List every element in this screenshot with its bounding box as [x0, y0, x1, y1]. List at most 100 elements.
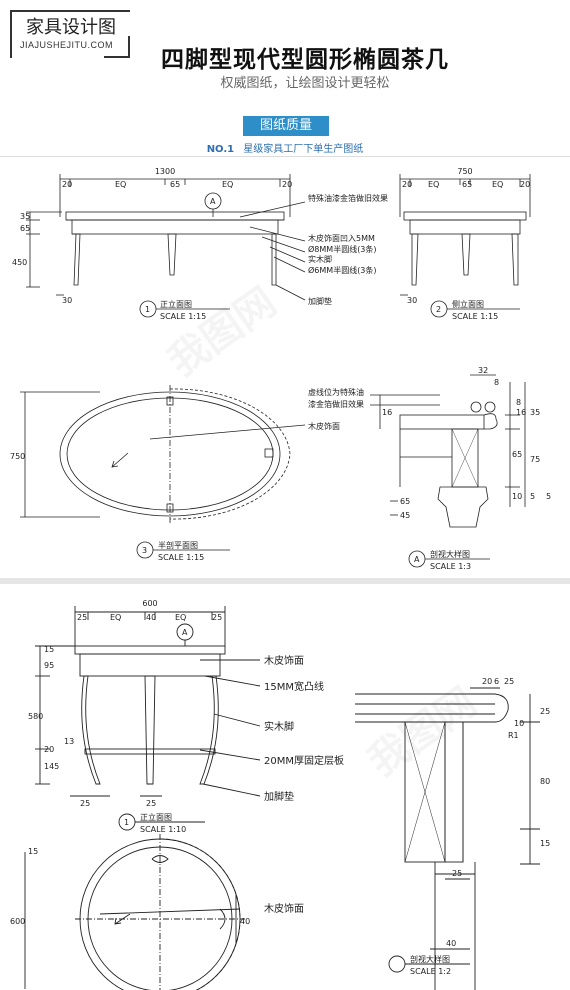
page-subtitle: 权威图纸，让绘图设计更轻松: [220, 76, 390, 91]
detail-marker: A: [414, 555, 420, 564]
d2-view-scale: SCALE 1:10: [140, 825, 186, 834]
d2-dim-bottom-2: 25: [146, 799, 156, 808]
section-marker-a: A: [210, 197, 216, 206]
divider: [0, 156, 570, 157]
logo-frame: [10, 10, 130, 58]
dim-top-4: EQ: [222, 180, 233, 189]
d2-plan-right: 40: [240, 917, 250, 926]
d2-detail-right-3: 80: [540, 777, 550, 786]
annotation-6: 加脚垫: [308, 296, 332, 306]
d2-dim-top-2: EQ: [110, 613, 121, 622]
detail-note-1: 虚线位为特殊油: [308, 387, 364, 397]
view-number-2: 2: [436, 305, 441, 314]
detail-title: 剖视大样图: [430, 549, 470, 559]
dim-top-1: 20: [62, 180, 72, 189]
d2-dim-left-6: 13: [64, 737, 74, 746]
d2-detail-bottom-1: 25: [452, 869, 462, 878]
detail-dim-l3: 45: [400, 511, 410, 520]
dim-top-2: EQ: [115, 180, 126, 189]
page-title: 四脚型现代型圆形椭圆茶几: [161, 47, 449, 73]
d2-dim-top-3: 40: [146, 613, 156, 622]
d2-dim-left-5: 145: [44, 762, 59, 771]
drawing-sheet-1: 1300 20 EQ 65 EQ 20 35 65 450 30 A 特殊油漆金…: [10, 167, 551, 571]
dim-total-width: 1300: [155, 167, 175, 176]
d2-section-marker: A: [182, 628, 188, 637]
annotation-3: Ø8MM半圆线(3条): [308, 244, 377, 254]
side-base: 30: [407, 296, 417, 305]
quality-note: NO.1 星级家具工厂下单生产图纸: [0, 140, 570, 155]
d2-plan-annotation: 木皮饰面: [264, 902, 304, 915]
detail-dim-r2: 8: [516, 398, 521, 407]
d2-dim-top-1: 25: [77, 613, 87, 622]
logo-title: 家具设计图: [26, 17, 116, 38]
d2-plan-side: 15: [28, 847, 38, 856]
dim-top-3: 65: [170, 180, 180, 189]
d2-detail-r-label: R1: [508, 731, 519, 740]
d2-detail-right-4: 15: [540, 839, 550, 848]
d2-total-width: 600: [142, 599, 157, 608]
drawing-sheet-2: 600 25 EQ 40 EQ 25 15 95 580 20 145 13 2…: [10, 599, 550, 990]
plan-height: 750: [10, 452, 25, 461]
dim-base: 30: [62, 296, 72, 305]
dim-left-1: 35: [20, 212, 30, 221]
d2-view-title: 正立面图: [140, 812, 172, 822]
logo-frame-corner: [104, 36, 130, 58]
detail-dim-l1: 16: [382, 408, 392, 417]
detail-dim-r4: 65: [512, 450, 522, 459]
d2-dim-left-2: 95: [44, 661, 54, 670]
d2-detail-top-3: 25: [504, 677, 514, 686]
site-logo[interactable]: 家具设计图 JIAJUSHEJITU.COM: [10, 10, 130, 58]
d2-dim-bottom-1: 25: [80, 799, 90, 808]
d2-dim-top-4: EQ: [175, 613, 186, 622]
side-dim-2: EQ: [428, 180, 439, 189]
side-dim-1: 20: [402, 180, 412, 189]
side-dim-3: 65: [462, 180, 472, 189]
detail-dim-r7: 5: [530, 492, 535, 501]
d2-annotation-3: 实木脚: [264, 720, 294, 733]
side-dim-5: 20: [520, 180, 530, 189]
d2-view-number: 1: [124, 818, 129, 827]
view-scale-1: SCALE 1:15: [160, 312, 206, 321]
annotation-2: 木皮饰面凹入5MM: [308, 233, 375, 243]
dim-left-2: 65: [20, 224, 30, 233]
plan-annotation: 木皮饰面: [308, 421, 340, 431]
d2-detail-scale: SCALE 1:2: [410, 967, 451, 976]
sheet-divider: [0, 578, 570, 584]
d2-annotation-2: 15MM宽凸线: [264, 680, 324, 693]
d2-detail-bottom-2: 40: [446, 939, 456, 948]
view-scale-3: SCALE 1:15: [158, 553, 204, 562]
view-number-3: 3: [142, 546, 147, 555]
d2-detail-right-2: 10: [514, 719, 524, 728]
annotation-4: 实木脚: [308, 254, 332, 264]
view-scale-2: SCALE 1:15: [452, 312, 498, 321]
logo-url: JIAJUSHEJITU.COM: [20, 40, 114, 50]
view-title-3: 半剖平面图: [158, 540, 198, 550]
d2-detail-top-2: 6: [494, 677, 499, 686]
d2-dim-left-1: 15: [44, 645, 54, 654]
d2-annotation-5: 加脚垫: [264, 790, 294, 803]
quality-note-text: 星级家具工厂下单生产图纸: [243, 144, 364, 155]
d2-annotation-4: 20MM厚固定层板: [264, 754, 344, 767]
detail-dim-top-2: 8: [494, 378, 499, 387]
d2-plan-height: 600: [10, 917, 25, 926]
d2-dim-top-5: 25: [212, 613, 222, 622]
d2-annotation-1: 木皮饰面: [264, 654, 304, 667]
d2-dim-left-3: 580: [28, 712, 43, 721]
view-number-1: 1: [145, 305, 150, 314]
annotation-1: 特殊油漆金箔做旧效果: [308, 193, 388, 203]
detail-dim-r1: 16: [516, 408, 526, 417]
d2-detail-top-1: 20: [482, 677, 492, 686]
annotation-5: Ø6MM半圆线(3条): [308, 265, 377, 275]
detail-dim-r8: 5: [546, 492, 551, 501]
detail-dim-top-1: 32: [478, 366, 488, 375]
view-title-1: 正立面图: [160, 299, 192, 309]
detail-scale: SCALE 1:3: [430, 562, 471, 571]
side-total-width: 750: [457, 167, 472, 176]
detail-dim-r3: 35: [530, 408, 540, 417]
d2-detail-right-1: 25: [540, 707, 550, 716]
detail-dim-l2: 65: [400, 497, 410, 506]
page-header: 家具设计图 JIAJUSHEJITU.COM 四脚型现代型圆形椭圆茶几 权威图纸…: [0, 0, 570, 160]
quality-note-prefix: NO.1: [206, 144, 235, 155]
d2-dim-left-4: 20: [44, 745, 54, 754]
detail-note-2: 漆金箔做旧效果: [308, 399, 364, 409]
